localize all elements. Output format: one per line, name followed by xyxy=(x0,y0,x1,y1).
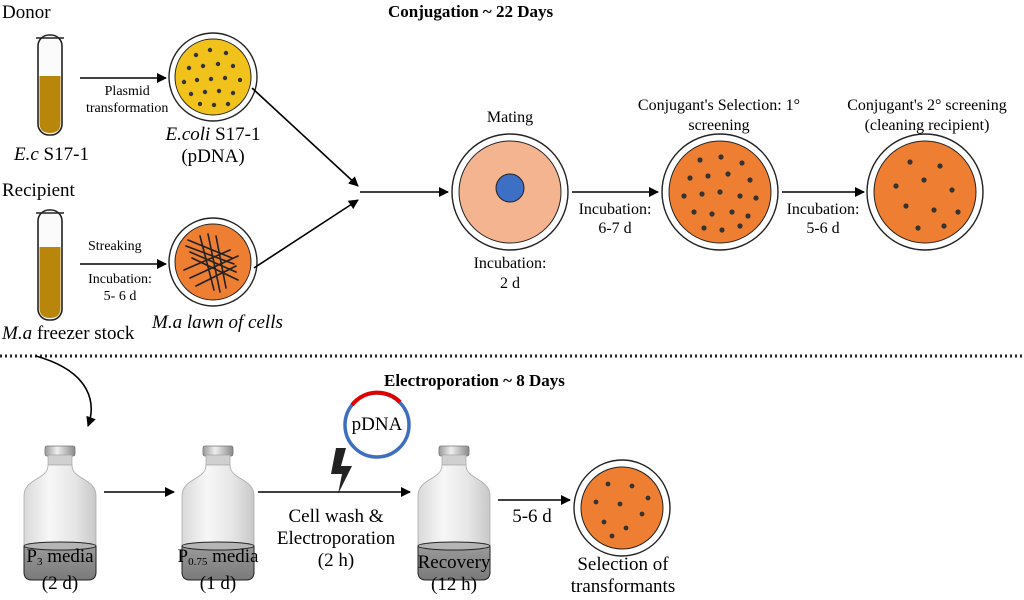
mating-label: Mating xyxy=(486,109,534,126)
arrow-ecoli-to-merge xyxy=(251,87,359,187)
arrow-stock-to-vial xyxy=(35,355,96,427)
transformants-label: Selection of transformants xyxy=(570,554,676,597)
electroporation-step-label: Cell wash & Electroporation (2 h) xyxy=(276,506,396,571)
recipient-incubation-label: Incubation: 5- 6 d xyxy=(88,272,152,304)
recipient-label: Recipient xyxy=(2,180,75,201)
incubation-2-label: Incubation: 5-6 d xyxy=(786,201,860,237)
transformants-plate xyxy=(573,459,671,557)
donor-strain-label: E.c S17-1 xyxy=(14,144,89,165)
streaking-label: Streaking xyxy=(88,239,142,254)
mating-incubation-label: Incubation: 2 d xyxy=(473,255,547,292)
electroporation-title: Electroporation ~ 8 Days xyxy=(384,371,565,390)
recovery-label: Recovery (12 h) xyxy=(417,552,491,595)
selection-1-label: Conjugant's Selection: 1° screening xyxy=(637,97,801,134)
flow-arrows xyxy=(35,73,865,505)
freezer-stock-label: M.a freezer stock xyxy=(2,323,135,344)
vial-p075-label: P0.75 media (1 d) xyxy=(177,546,259,594)
lawn-label: M.a lawn of cells xyxy=(152,312,283,333)
conjugation-title: Conjugation ~ 22 Days xyxy=(388,2,554,21)
plasmid-label: pDNA xyxy=(351,414,403,435)
selection-1-plate xyxy=(661,133,779,251)
incubation-1-label: Incubation: 6-7 d xyxy=(578,201,652,237)
selection-2-plate xyxy=(866,133,984,251)
donor-tube xyxy=(36,34,64,136)
plasmid-icon xyxy=(343,390,411,459)
lightning-icon xyxy=(331,448,352,494)
recipient-tube xyxy=(36,209,64,321)
arrow-lawn-to-merge xyxy=(253,199,359,269)
ecoli-plate xyxy=(168,32,258,122)
vial-p3-label: P3 media (2 d) xyxy=(26,546,94,594)
plasmid-transformation-label: Plasmid transformation xyxy=(86,84,169,116)
mating-plate xyxy=(451,133,569,251)
ecoli-label: E.coli S17-1 (pDNA) xyxy=(165,124,261,167)
donor-label: Donor xyxy=(2,2,51,23)
lawn-plate xyxy=(168,217,258,307)
selection-2-label: Conjugant's 2° screening (cleaning recip… xyxy=(847,97,1007,134)
recovery-time-label: 5-6 d xyxy=(512,506,552,527)
